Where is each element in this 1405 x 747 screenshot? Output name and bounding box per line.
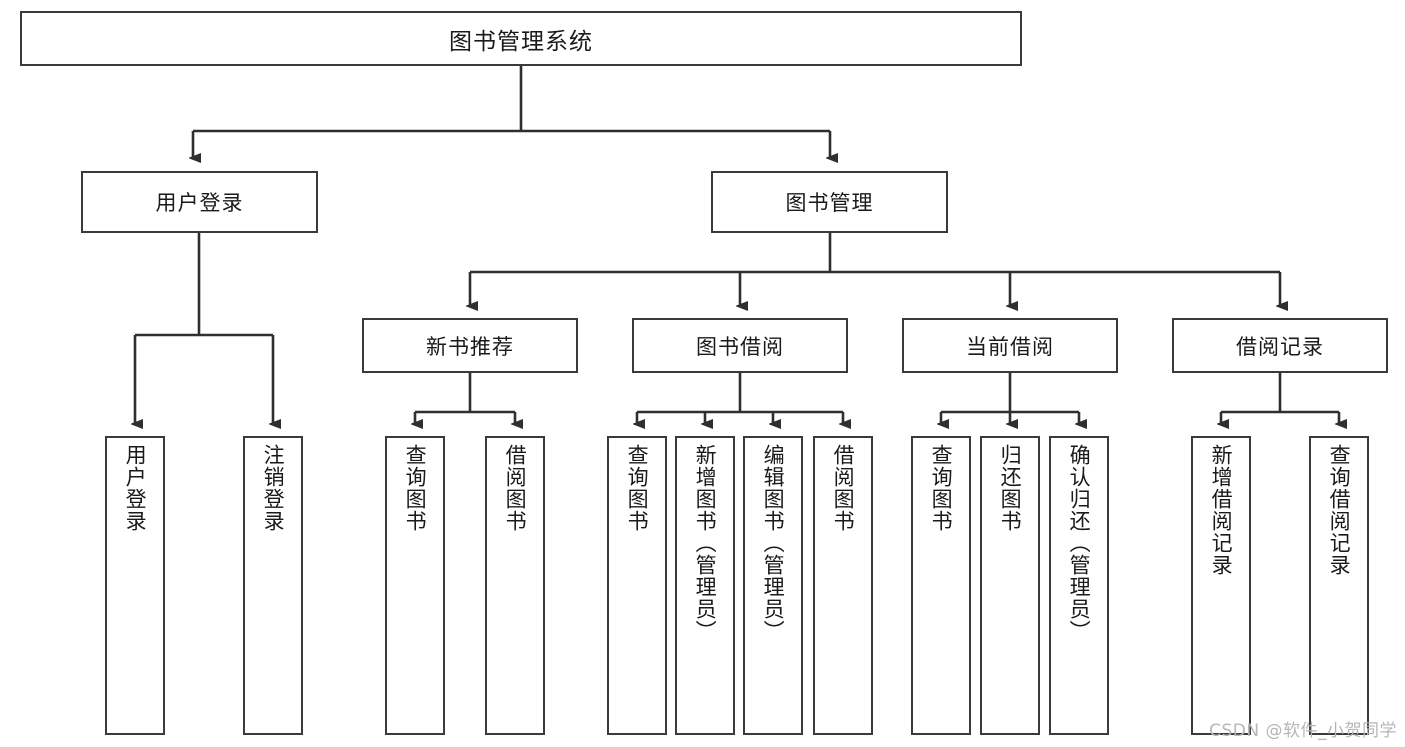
leaf-borrow-borrow-book[interactable]: 借阅图书	[813, 436, 873, 735]
node-root-book-management-system[interactable]: 图书管理系统	[20, 11, 1022, 66]
node-user-login[interactable]: 用户登录	[81, 171, 318, 233]
node-label: 新书推荐	[426, 334, 514, 359]
leaf-borrow-query-book[interactable]: 查询图书	[607, 436, 667, 735]
node-label: 借阅图书	[831, 444, 856, 532]
node-label: 当前借阅	[966, 334, 1054, 359]
node-label: 查询借阅记录	[1327, 444, 1352, 576]
leaf-borrow-add-book-admin[interactable]: 新增图书（管理员）	[675, 436, 735, 735]
node-label: 查询图书	[929, 444, 954, 532]
leaf-current-confirm-return-admin[interactable]: 确认归还（管理员）	[1049, 436, 1109, 735]
node-label: 查询图书	[403, 444, 428, 532]
leaf-borrow-edit-book-admin[interactable]: 编辑图书（管理员）	[743, 436, 803, 735]
leaf-user-login[interactable]: 用户登录	[105, 436, 165, 735]
leaf-recommend-borrow-book[interactable]: 借阅图书	[485, 436, 545, 735]
node-current-borrow[interactable]: 当前借阅	[902, 318, 1118, 373]
leaf-records-add-record[interactable]: 新增借阅记录	[1191, 436, 1251, 735]
node-book-borrow[interactable]: 图书借阅	[632, 318, 848, 373]
node-label: 注销登录	[261, 444, 286, 532]
leaf-current-query-book[interactable]: 查询图书	[911, 436, 971, 735]
watermark-text: CSDN @软件_小贺同学	[1209, 721, 1397, 741]
leaf-records-query-record[interactable]: 查询借阅记录	[1309, 436, 1369, 735]
node-label: 新增图书（管理员）	[693, 444, 718, 642]
node-label: 编辑图书（管理员）	[761, 444, 786, 642]
node-label: 图书借阅	[696, 334, 784, 359]
node-label: 新增借阅记录	[1209, 444, 1234, 576]
node-label: 图书管理	[785, 191, 874, 215]
leaf-current-return-book[interactable]: 归还图书	[980, 436, 1040, 735]
node-label: 确认归还（管理员）	[1067, 444, 1092, 642]
node-label: 归还图书	[998, 444, 1023, 532]
leaf-user-logout[interactable]: 注销登录	[243, 436, 303, 735]
node-label: 图书管理系统	[449, 28, 593, 55]
node-label: 用户登录	[155, 191, 244, 215]
leaf-recommend-query-book[interactable]: 查询图书	[385, 436, 445, 735]
node-new-book-recommend[interactable]: 新书推荐	[362, 318, 578, 373]
node-borrow-records[interactable]: 借阅记录	[1172, 318, 1388, 373]
node-label: 借阅图书	[503, 444, 528, 532]
node-label: 用户登录	[123, 444, 148, 532]
node-label: 查询图书	[625, 444, 650, 532]
node-label: 借阅记录	[1236, 334, 1324, 359]
node-book-management[interactable]: 图书管理	[711, 171, 948, 233]
